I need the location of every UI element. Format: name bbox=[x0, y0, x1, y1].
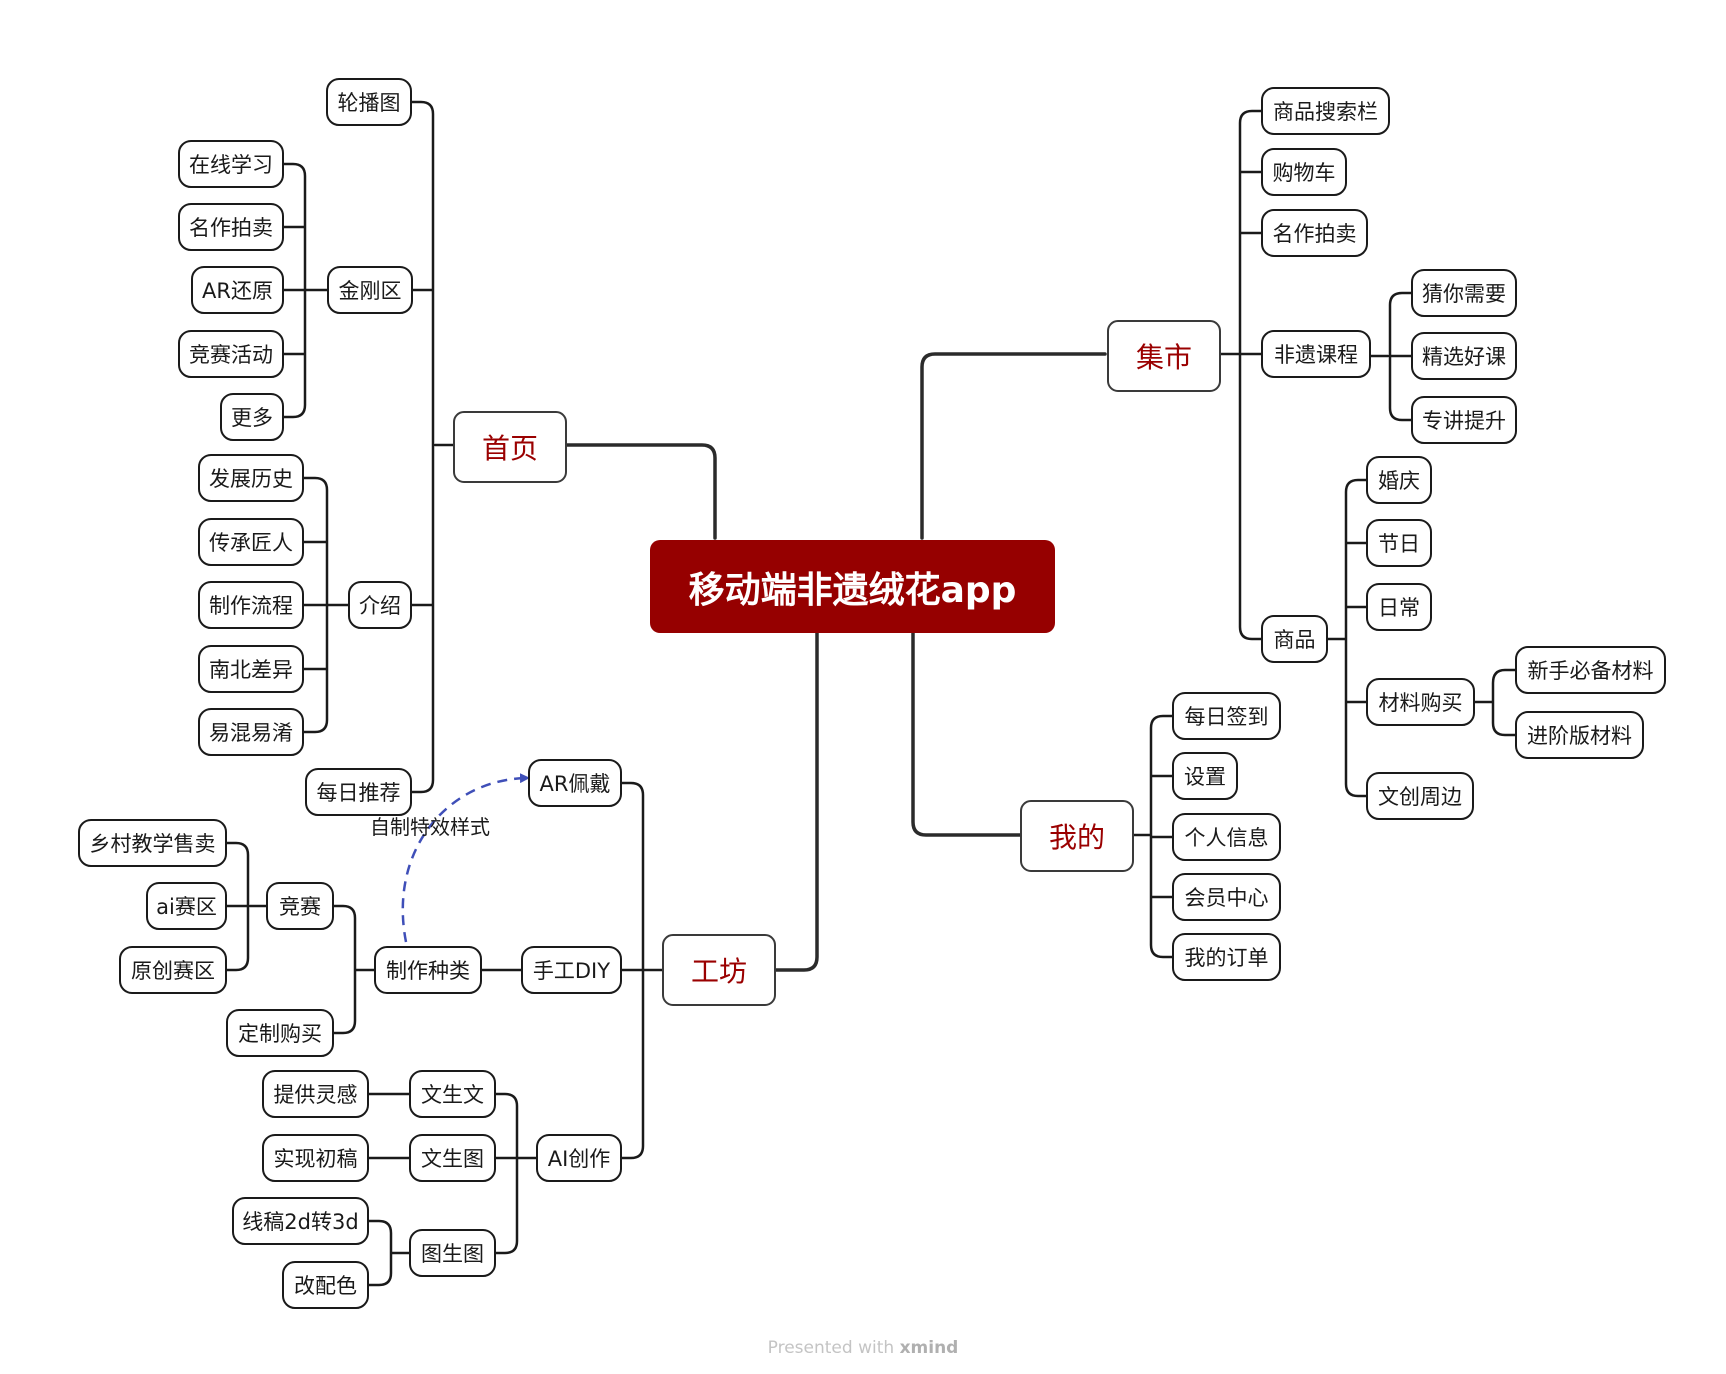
node-intro[interactable]: 介绍 bbox=[348, 581, 412, 629]
node-auction[interactable]: 名作拍卖 bbox=[178, 203, 284, 251]
relation-label: 自制特效样式 bbox=[370, 815, 490, 839]
node-member-center[interactable]: 会员中心 bbox=[1172, 873, 1281, 921]
link-root-home bbox=[563, 443, 717, 540]
footer-brand: xmind bbox=[899, 1338, 959, 1358]
node-online-learning[interactable]: 在线学习 bbox=[178, 140, 284, 188]
node-custom-order[interactable]: 定制购买 bbox=[226, 1009, 334, 1057]
node-wedding[interactable]: 婚庆 bbox=[1366, 456, 1432, 504]
relation-arrow bbox=[401, 773, 530, 943]
node-differences[interactable]: 南北差异 bbox=[198, 645, 304, 693]
node-kingkong[interactable]: 金刚区 bbox=[327, 266, 413, 314]
node-guess-need[interactable]: 猜你需要 bbox=[1411, 269, 1517, 317]
branch-mine[interactable]: 我的 bbox=[1020, 800, 1134, 872]
node-cart[interactable]: 购物车 bbox=[1261, 148, 1347, 196]
node-settings[interactable]: 设置 bbox=[1172, 752, 1238, 800]
node-diy[interactable]: 手工DIY bbox=[521, 946, 622, 994]
node-rural-teaching[interactable]: 乡村教学售卖 bbox=[78, 819, 227, 867]
node-confusables[interactable]: 易混易淆 bbox=[198, 708, 304, 756]
node-2d-to-3d[interactable]: 线稿2d转3d bbox=[232, 1197, 369, 1245]
node-contest[interactable]: 竞赛 bbox=[266, 882, 334, 930]
node-first-draft[interactable]: 实现初稿 bbox=[262, 1134, 369, 1182]
node-courses[interactable]: 非遗课程 bbox=[1261, 330, 1371, 378]
node-goods[interactable]: 商品 bbox=[1261, 615, 1328, 663]
node-kinds[interactable]: 制作种类 bbox=[374, 946, 482, 994]
node-recolor[interactable]: 改配色 bbox=[282, 1261, 369, 1309]
branch-workshop[interactable]: 工坊 bbox=[662, 934, 776, 1006]
node-ar-restore[interactable]: AR还原 bbox=[191, 266, 284, 314]
node-image-to-image[interactable]: 图生图 bbox=[409, 1229, 496, 1277]
branch-home[interactable]: 首页 bbox=[453, 411, 567, 483]
node-materials[interactable]: 材料购买 bbox=[1366, 678, 1475, 726]
node-original-contest[interactable]: 原创赛区 bbox=[119, 946, 227, 994]
node-text-to-text[interactable]: 文生文 bbox=[409, 1070, 496, 1118]
node-daily-use[interactable]: 日常 bbox=[1366, 583, 1432, 631]
footer-credit: Presented with xmind bbox=[0, 1338, 1726, 1358]
node-festival[interactable]: 节日 bbox=[1366, 519, 1432, 567]
node-more[interactable]: 更多 bbox=[220, 393, 284, 441]
link-root-workshop bbox=[774, 630, 819, 972]
node-featured-courses[interactable]: 精选好课 bbox=[1411, 332, 1517, 380]
node-personal-info[interactable]: 个人信息 bbox=[1172, 813, 1281, 861]
node-my-orders[interactable]: 我的订单 bbox=[1172, 933, 1281, 981]
link-root-market bbox=[920, 352, 1107, 540]
node-search-bar[interactable]: 商品搜索栏 bbox=[1261, 87, 1390, 135]
node-text-to-image[interactable]: 文生图 bbox=[409, 1134, 496, 1182]
node-history[interactable]: 发展历史 bbox=[198, 454, 304, 502]
node-inspiration[interactable]: 提供灵感 bbox=[262, 1070, 369, 1118]
node-ar-wear[interactable]: AR佩戴 bbox=[528, 759, 622, 807]
branch-market[interactable]: 集市 bbox=[1107, 320, 1221, 392]
node-cultural-products[interactable]: 文创周边 bbox=[1366, 772, 1474, 820]
node-market-auction[interactable]: 名作拍卖 bbox=[1261, 209, 1368, 257]
node-contest-events[interactable]: 竞赛活动 bbox=[178, 330, 284, 378]
node-daily-pick[interactable]: 每日推荐 bbox=[305, 768, 412, 816]
node-ai-creation[interactable]: AI创作 bbox=[536, 1134, 622, 1182]
node-lectures[interactable]: 专讲提升 bbox=[1411, 396, 1517, 444]
footer-prefix: Presented with bbox=[767, 1338, 895, 1358]
node-advanced-materials[interactable]: 进阶版材料 bbox=[1515, 711, 1644, 759]
link-root-mine bbox=[911, 630, 1022, 837]
node-carousel[interactable]: 轮播图 bbox=[326, 78, 412, 126]
node-ai-contest[interactable]: ai赛区 bbox=[146, 882, 227, 930]
node-process[interactable]: 制作流程 bbox=[198, 581, 304, 629]
node-check-in[interactable]: 每日签到 bbox=[1172, 692, 1281, 740]
node-beginner-materials[interactable]: 新手必备材料 bbox=[1515, 646, 1666, 694]
node-inheritors[interactable]: 传承匠人 bbox=[198, 518, 304, 566]
root-node[interactable]: 移动端非遗绒花app bbox=[650, 540, 1055, 633]
